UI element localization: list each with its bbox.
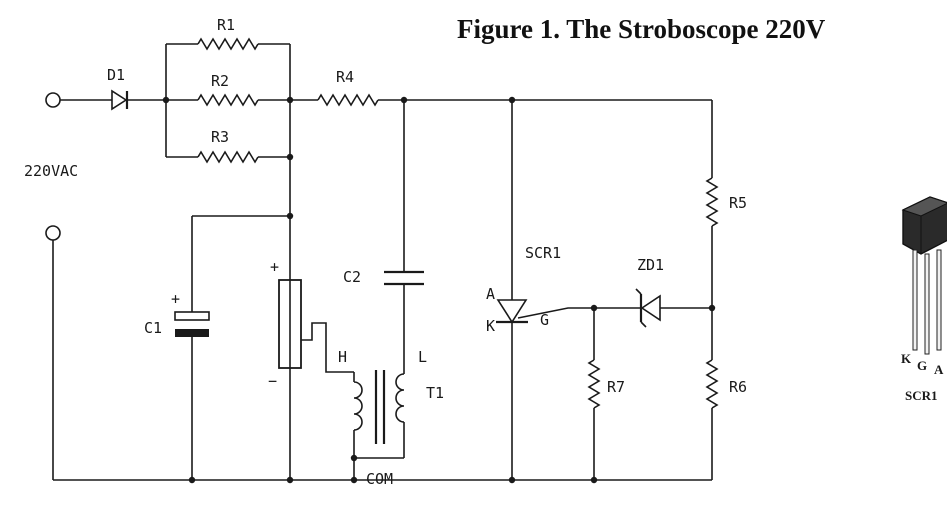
junction-dot — [286, 153, 294, 161]
resistor-r5 — [705, 177, 719, 227]
scr-g-label: G — [540, 311, 549, 329]
package-pin-g: G — [917, 358, 927, 373]
capacitor-c1-plate-negative — [175, 329, 209, 337]
r2-label: R2 — [211, 72, 229, 90]
junction-dot — [350, 454, 358, 462]
input-terminal-bottom — [45, 225, 61, 241]
package-name: SCR1 — [905, 388, 938, 403]
scr-k-label: K — [486, 317, 495, 335]
scr-gate-wire — [517, 307, 594, 319]
resistor-r7 — [587, 359, 601, 409]
t1-l-label: L — [418, 348, 427, 366]
resistor-r3 — [197, 150, 259, 164]
r1-label: R1 — [217, 16, 235, 34]
capacitor-c1-plate-positive — [174, 311, 210, 321]
junction-dot — [286, 476, 294, 484]
resistor-r2 — [197, 93, 259, 107]
r7-label: R7 — [607, 378, 625, 396]
zd1-label: ZD1 — [637, 256, 664, 274]
figure-title: Figure 1. The Stroboscope 220V — [457, 14, 826, 44]
junction-dot — [162, 96, 170, 104]
resistor-r1 — [197, 37, 259, 51]
r4-label: R4 — [336, 68, 354, 86]
trigger-wire — [301, 322, 354, 373]
package-pin-k: K — [901, 351, 912, 366]
input-label: 220VAC — [24, 162, 78, 180]
r6-label: R6 — [729, 378, 747, 396]
junction-dot — [708, 304, 716, 312]
c1-plus-sign: + — [171, 290, 180, 308]
scr1-label: SCR1 — [525, 244, 561, 262]
scr-a-label: A — [486, 285, 495, 303]
lamp-minus-sign: − — [268, 372, 277, 390]
resistor-r4 — [317, 93, 379, 107]
junction-dot — [508, 476, 516, 484]
t1-label: T1 — [426, 384, 444, 402]
d1-label: D1 — [107, 66, 125, 84]
junction-dot — [590, 476, 598, 484]
t1-h-label: H — [338, 348, 347, 366]
transformer-t1 — [353, 370, 405, 458]
flash-tube — [278, 279, 302, 369]
c1-label: C1 — [144, 319, 162, 337]
junction-dot — [188, 476, 196, 484]
t1-com-label: COM — [366, 470, 393, 488]
c2-label: C2 — [343, 268, 361, 286]
input-terminal-top — [45, 92, 61, 108]
resistor-r6 — [705, 359, 719, 409]
package-pin-a: A — [934, 362, 944, 377]
r3-label: R3 — [211, 128, 229, 146]
lamp-plus-sign: + — [270, 258, 279, 276]
scr1-package-drawing — [901, 196, 947, 355]
junction-dot — [350, 476, 358, 484]
r5-label: R5 — [729, 194, 747, 212]
diode-d1 — [111, 89, 129, 111]
scr1-symbol — [496, 299, 528, 324]
